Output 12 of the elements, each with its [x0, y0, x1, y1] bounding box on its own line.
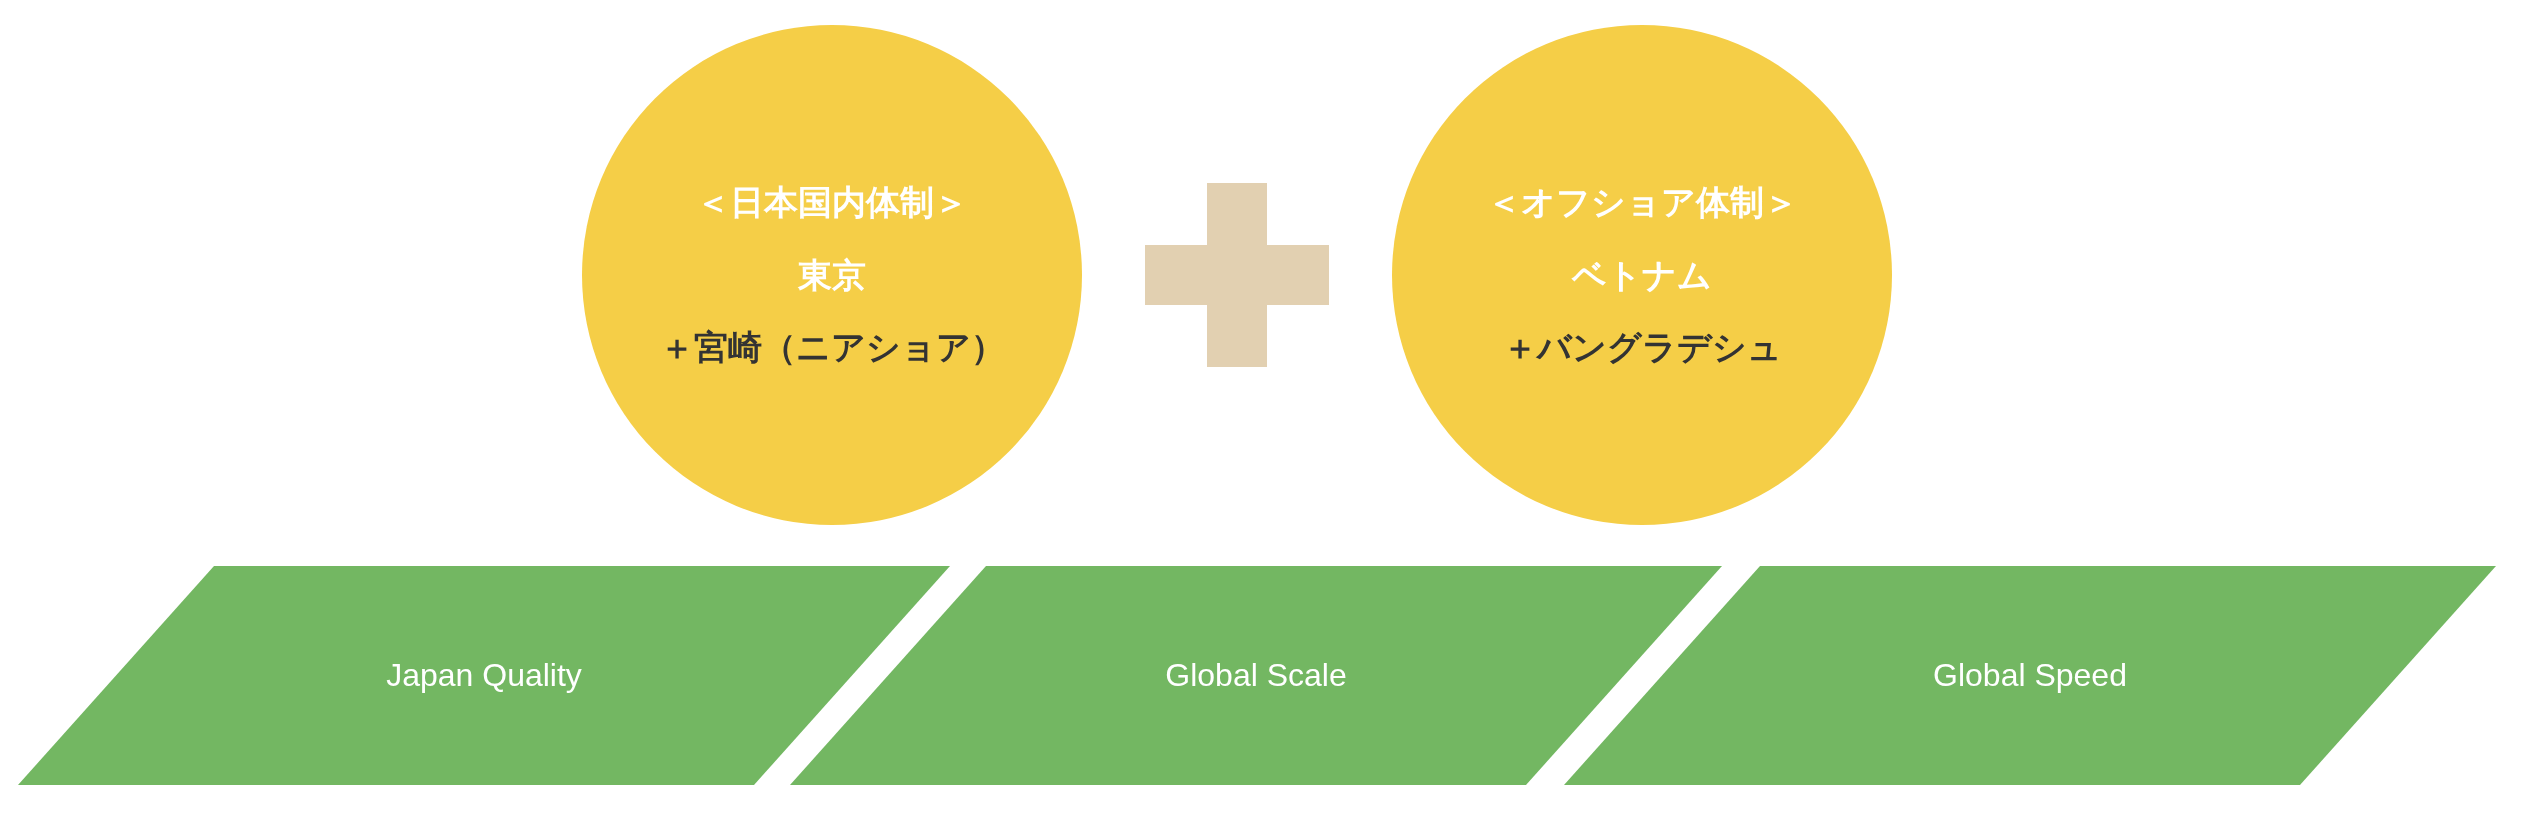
- node-label: ＋宮崎（ニアショア）: [659, 327, 1005, 369]
- node-label: Global Speed: [1933, 657, 2127, 694]
- node-label: ベトナム: [1572, 254, 1712, 296]
- node-heading: ＜日本国内体制＞: [696, 181, 968, 223]
- parallelogram-band: [1564, 566, 2496, 785]
- node-label: 東京: [798, 254, 866, 296]
- node-heading: ＜オフショア体制＞: [1486, 181, 1798, 223]
- node-label: Global Scale: [1165, 657, 1347, 694]
- node-label: Japan Quality: [386, 657, 582, 694]
- parallelogram-band: [790, 566, 1722, 785]
- parallelogram-band: [18, 566, 950, 785]
- node-label: ＋バングラデシュ: [1502, 327, 1782, 369]
